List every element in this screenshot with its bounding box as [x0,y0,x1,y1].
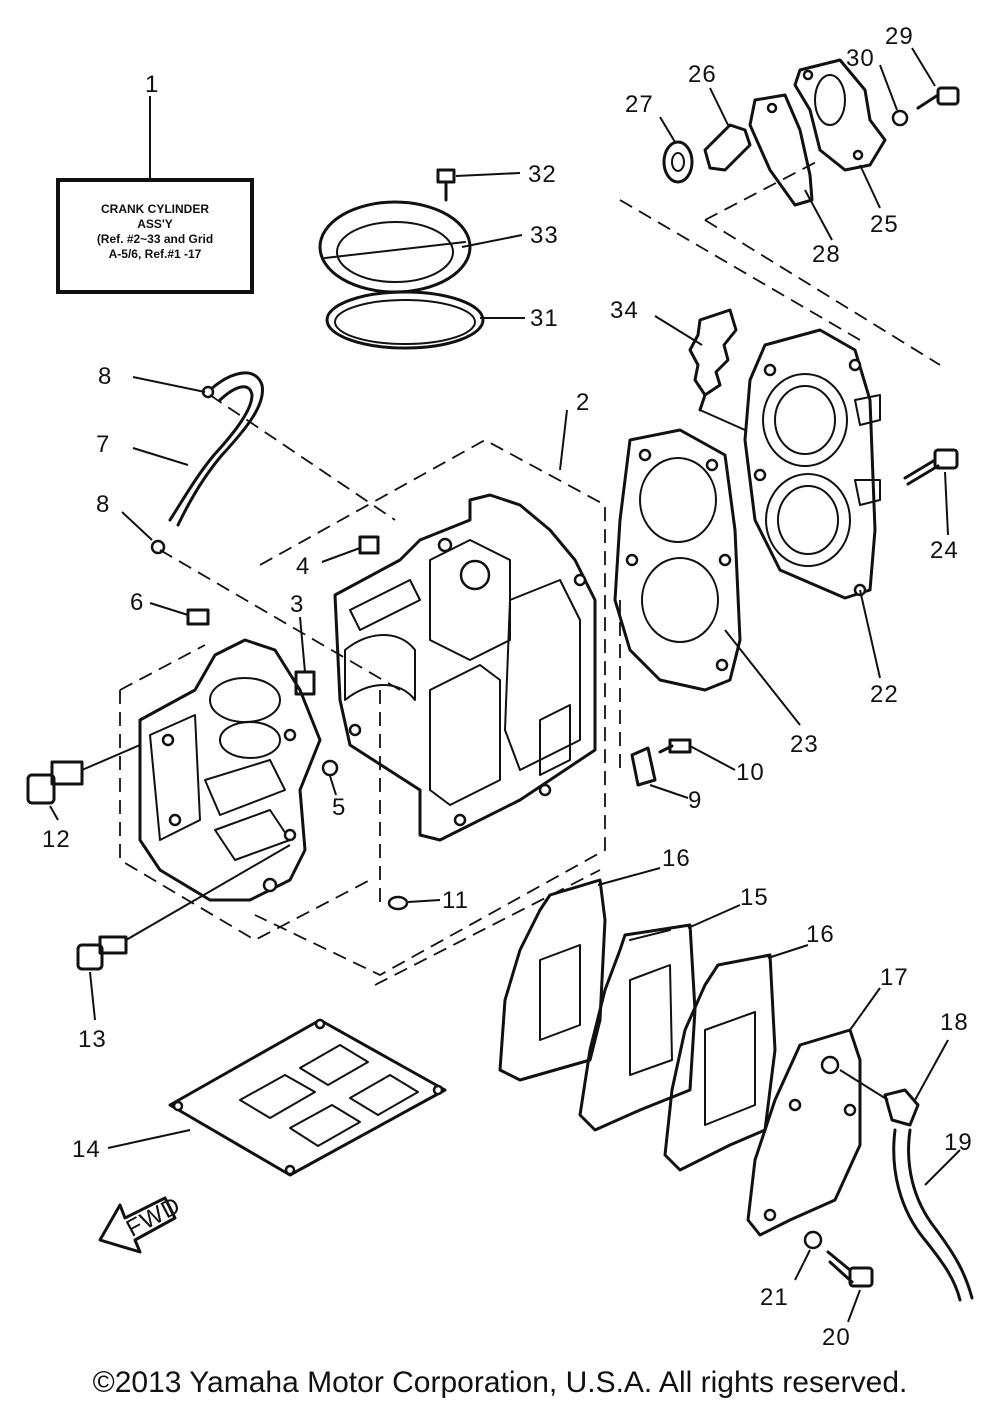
callout-23: 23 [790,731,819,758]
bolt-20 [826,1250,874,1323]
hose-7 [121,371,264,555]
callout-34: 34 [610,297,639,324]
callout-27: 27 [625,91,654,118]
callout-28: 28 [812,241,841,268]
part-5 [321,759,339,777]
callout-11: 11 [442,887,469,914]
cylinder-block-left [138,638,322,902]
part-6 [186,608,210,626]
callout-6: 6 [130,589,144,616]
callout-21: 21 [760,1284,789,1311]
callout-4: 4 [296,553,310,580]
title-line-4: A-5/6, Ref.#1 -17 [108,247,202,261]
title-line-1: CRANK CYLINDER [101,202,209,216]
cylinder-head-22 [743,328,881,679]
callout-24: 24 [930,537,959,564]
part-26 [703,87,752,172]
ring-33 [318,200,523,294]
crank-case-2 [333,493,597,842]
callout-19: 19 [944,1129,973,1156]
washer-30 [879,64,909,127]
part-11 [387,895,409,911]
hose-19 [892,1128,974,1302]
fwd-label: FWD [122,1192,186,1243]
callout-16a: 16 [662,845,691,872]
bolt-13 [76,844,291,1021]
gasket-14 [107,1018,447,1177]
callout-14: 14 [72,1136,101,1163]
callout-25: 25 [870,211,899,238]
copyright-notice: ©2013 Yamaha Motor Corporation, U.S.A. A… [92,1366,908,1399]
callout-1: 1 [145,71,159,98]
bolt-29 [911,47,960,110]
assembly-title-box: CRANK CYLINDER ASS'Y (Ref. #2~33 and Gri… [56,178,254,294]
callout-26: 26 [688,61,717,88]
bolt-12 [26,744,141,821]
bolt-24 [903,448,959,536]
callout-8b: 8 [96,491,110,518]
callout-32: 32 [528,161,557,188]
ring-31 [325,290,525,350]
title-line-2: ASS'Y [137,217,173,231]
callout-31: 31 [530,305,559,332]
gasket-28 [748,93,833,241]
callout-9: 9 [688,787,702,814]
callout-33: 33 [530,222,559,249]
callout-5: 5 [332,794,346,821]
dashed-group-left [119,644,371,942]
callout-13: 13 [78,1026,107,1053]
callout-29: 29 [885,23,914,50]
callout-3: 3 [290,591,304,618]
exploded-parts-diagram: FWD [26,23,974,1351]
callout-7: 7 [96,431,110,458]
part-4 [321,535,380,563]
callout-30: 30 [846,45,875,72]
bolt-10 [658,738,736,771]
cover-17 [746,987,881,1237]
callout-15: 15 [740,884,769,911]
washer-21 [794,1230,823,1281]
callout-22: 22 [870,681,899,708]
part-3 [294,616,316,696]
fwd-arrow-icon [98,1196,177,1254]
callout-12: 12 [42,826,71,853]
part-27 [659,116,694,184]
plate-16b [663,944,809,1172]
part-34 [654,308,746,431]
title-line-3: (Ref. #2~33 and Grid [96,232,214,246]
cover-25 [793,58,887,209]
callout-17: 17 [880,964,909,991]
screw-32 [436,168,521,202]
part-9 [630,746,689,799]
callout-8a: 8 [98,363,112,390]
plate-15 [578,904,741,1132]
plate-16a [498,867,661,1082]
dashed-group-2 [254,438,606,977]
callout-16b: 16 [806,921,835,948]
callout-10: 10 [736,759,765,786]
callout-20: 20 [822,1324,851,1351]
fitting-18 [839,1039,949,1127]
callout-18: 18 [940,1009,969,1036]
callout-2: 2 [576,389,590,416]
head-gasket-23 [613,428,801,726]
